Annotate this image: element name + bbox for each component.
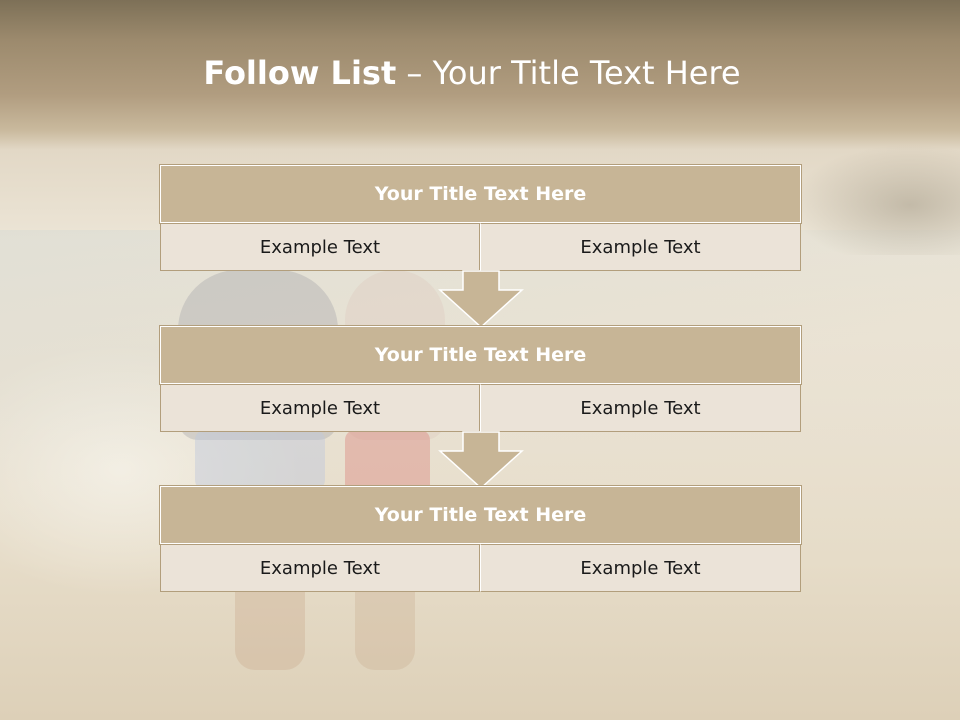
flow-cell-right[interactable]: Example Text bbox=[480, 223, 801, 271]
flow-cell-left[interactable]: Example Text bbox=[160, 544, 480, 592]
flow-cell-right[interactable]: Example Text bbox=[480, 384, 801, 432]
slide-title: Follow List – Your Title Text Here bbox=[0, 54, 944, 92]
flow-cell-right[interactable]: Example Text bbox=[480, 544, 801, 592]
title-band bbox=[0, 0, 960, 150]
slide-title-rest: – Your Title Text Here bbox=[396, 54, 741, 92]
flow-block-row: Example Text Example Text bbox=[160, 223, 801, 271]
flow-block-row: Example Text Example Text bbox=[160, 384, 801, 432]
down-arrow-icon bbox=[438, 270, 524, 328]
flow-cell-left[interactable]: Example Text bbox=[160, 384, 480, 432]
down-arrow-icon bbox=[438, 431, 524, 489]
background-person-1-shorts bbox=[195, 430, 325, 490]
flow-block-row: Example Text Example Text bbox=[160, 544, 801, 592]
slide-title-bold: Follow List bbox=[203, 54, 397, 92]
flow-block-title[interactable]: Your Title Text Here bbox=[159, 485, 802, 545]
flow-block-title[interactable]: Your Title Text Here bbox=[159, 325, 802, 385]
flow-cell-left[interactable]: Example Text bbox=[160, 223, 480, 271]
flow-block-title[interactable]: Your Title Text Here bbox=[159, 164, 802, 224]
